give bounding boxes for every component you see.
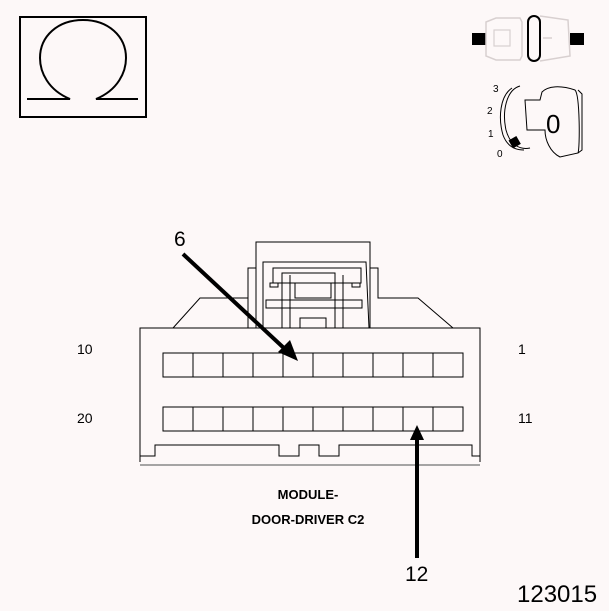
key-position-1: 1 (488, 129, 494, 140)
key-label: 0 (546, 109, 561, 139)
connector-caption-line2: DOOR-DRIVER C2 (251, 512, 365, 527)
pin-label-20: 20 (77, 410, 93, 426)
key-position-2: 2 (487, 106, 493, 117)
figure-id: 123015 (517, 581, 598, 608)
connector-cavities (162, 352, 464, 432)
callout-arrow-pin-6 (181, 252, 298, 361)
pin-label-1: 1 (518, 341, 526, 357)
connector-body (139, 241, 481, 466)
key-position-3: 3 (493, 84, 499, 95)
ignition-key-icon (499, 85, 583, 158)
callout-12: 12 (405, 563, 429, 586)
connector-plug-icon (472, 15, 584, 62)
pin-label-10: 10 (77, 341, 93, 357)
connector-caption-line1: MODULE- (277, 487, 339, 502)
callout-arrow-pin-12 (410, 425, 424, 558)
callout-6: 6 (174, 228, 186, 251)
pin-label-11: 11 (518, 410, 533, 426)
ohm-symbol-icon (19, 16, 147, 118)
key-position-0: 0 (497, 149, 503, 160)
